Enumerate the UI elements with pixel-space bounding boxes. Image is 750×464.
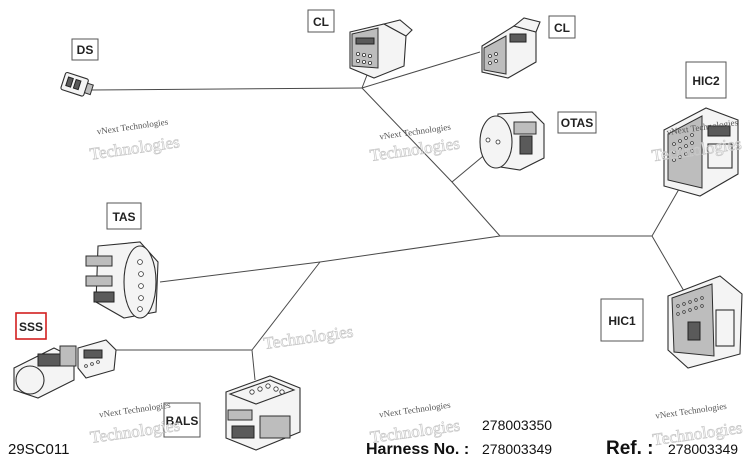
harness-label: Harness No. :	[366, 441, 469, 458]
svg-text:vNext Technologies: vNext Technologies	[378, 400, 451, 420]
label-bals: BALS	[163, 402, 201, 438]
svg-text:CL: CL	[313, 15, 329, 29]
watermark-bottom-left: vNext Technologies Technologies	[89, 400, 182, 448]
label-otas: OTAS	[557, 111, 597, 134]
wire-ds-to-junction	[89, 87, 363, 91]
svg-text:BALS: BALS	[166, 414, 199, 428]
ref-value: 278003349	[668, 441, 738, 457]
svg-text:vNext Technologies: vNext Technologies	[98, 400, 171, 420]
label-cl-left: CL	[307, 9, 335, 33]
label-cl-right: CL	[548, 15, 576, 39]
connector-otas	[479, 111, 545, 171]
label-hic2: HIC2	[685, 61, 727, 99]
svg-text:HIC1: HIC1	[608, 314, 636, 328]
connector-tas	[85, 241, 159, 319]
svg-text:vNext Technologies: vNext Technologies	[655, 401, 728, 421]
svg-text:Technologies: Technologies	[89, 416, 181, 447]
svg-text:Technologies: Technologies	[262, 322, 354, 353]
svg-text:DS: DS	[77, 43, 94, 57]
svg-text:Technologies: Technologies	[89, 132, 181, 163]
label-sss: SSS	[15, 312, 47, 340]
wire-otas	[451, 151, 489, 183]
svg-text:vNext Technologies: vNext Technologies	[96, 117, 169, 137]
harness-number-alt: 278003350	[482, 417, 552, 433]
connector-sss	[13, 345, 77, 399]
svg-text:HIC2: HIC2	[692, 74, 720, 88]
svg-text:OTAS: OTAS	[561, 116, 593, 130]
connector-hic1	[667, 275, 743, 369]
ref-label: Ref. :	[606, 438, 654, 459]
wire-lower-trunk	[251, 261, 321, 351]
connector-bals	[225, 375, 301, 451]
watermark-top-left: vNext Technologies Technologies	[88, 117, 181, 164]
connector-ds	[60, 71, 94, 97]
svg-text:SSS: SSS	[19, 320, 43, 334]
watermark-top-center: vNext Technologies Technologies	[368, 122, 461, 166]
wire-hic1	[651, 235, 689, 299]
label-hic1: HIC1	[600, 298, 644, 342]
connector-sss-plug	[77, 339, 117, 379]
wire-tas	[159, 235, 501, 283]
harness-number: 278003349	[482, 441, 552, 457]
wire-cl-right	[361, 51, 481, 89]
label-ds: DS	[71, 38, 99, 61]
connector-hic2	[663, 107, 739, 197]
connector-cl-right	[481, 17, 541, 79]
label-tas: TAS	[106, 202, 142, 230]
watermark-bottom-center: vNext Technologies Technologies	[369, 400, 462, 448]
connector-cl-left	[349, 19, 413, 79]
wire-network	[89, 51, 691, 381]
watermark-mid-left: Technologies	[262, 321, 355, 353]
wire-bals	[251, 349, 256, 381]
drawing-code: 29SC011	[8, 441, 69, 458]
svg-text:TAS: TAS	[112, 210, 135, 224]
svg-text:CL: CL	[554, 21, 570, 35]
